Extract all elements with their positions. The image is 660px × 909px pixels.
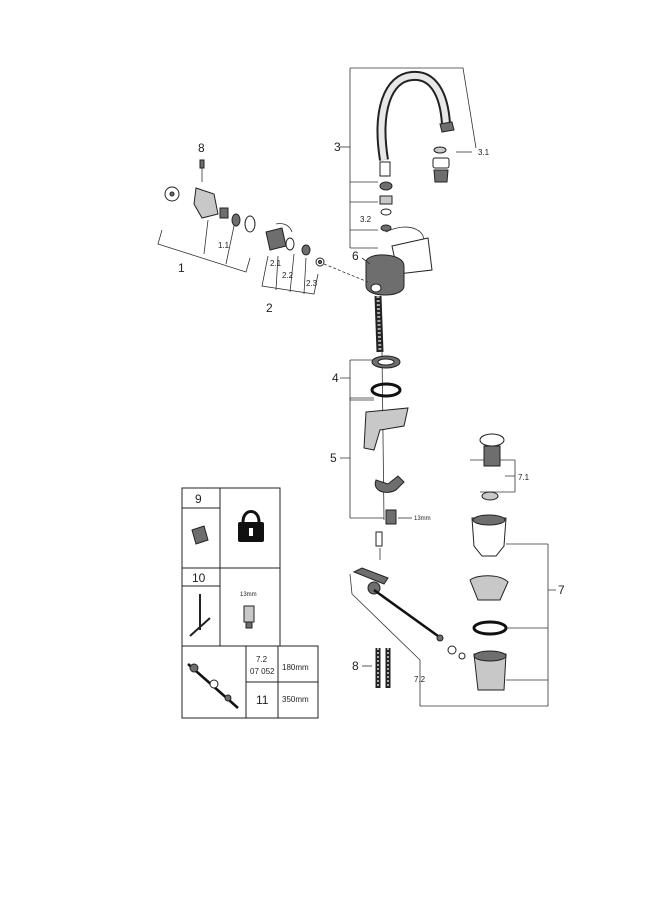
spout-connector	[379, 161, 391, 177]
spout-seal	[379, 181, 393, 191]
cartridge-seal	[301, 244, 311, 256]
cartridge	[265, 227, 287, 251]
label-2: 2	[266, 301, 273, 315]
table-label-10: 10	[192, 571, 206, 585]
plug-seal	[481, 491, 499, 501]
mounting-plate	[363, 407, 409, 451]
pivot-nut	[447, 645, 457, 655]
waste-body	[471, 517, 507, 557]
grub-screw	[199, 159, 205, 169]
label-7-1: 7.1	[518, 473, 530, 482]
spout-tip	[439, 121, 455, 133]
sleeve	[244, 215, 256, 233]
label-2-1: 2.1	[270, 259, 282, 268]
fixing-socket	[385, 509, 397, 525]
key-tool	[189, 594, 211, 637]
label-3-1: 3.1	[478, 148, 490, 157]
lift-rod-clip	[352, 567, 389, 585]
label-1: 1	[178, 261, 185, 275]
label-5: 5	[330, 451, 337, 465]
plug-stem	[483, 445, 501, 467]
nut-hole	[318, 260, 322, 264]
spout-group: 3 3.1 3.2	[334, 67, 490, 249]
mounting-group: 4 13mm 5	[330, 355, 431, 525]
lock-keyhole	[249, 528, 253, 536]
label-7: 7	[558, 583, 565, 597]
pop-up-rod-group: 7.2 8	[349, 531, 549, 707]
accessory-table: 9 10 13mm 7.2 07 052 180mm 11 350mm	[181, 487, 319, 719]
tailpiece-top	[473, 650, 507, 662]
waste-o-ring	[472, 620, 508, 636]
table-code-11: 11	[256, 693, 269, 707]
spanner-tool	[191, 525, 209, 545]
label-2-2: 2.2	[282, 271, 294, 280]
aerator-housing	[433, 169, 449, 183]
label-2-3: 2.3	[306, 279, 318, 288]
socket-adapter-tip	[245, 621, 253, 629]
handle-knob	[193, 187, 219, 219]
spout-o-ring	[380, 208, 392, 216]
mixer-body-group: 6	[352, 237, 433, 521]
socket-adapter	[243, 605, 255, 623]
label-8-top: 8	[198, 141, 205, 155]
fixing-nut	[374, 475, 405, 493]
waste-flange	[472, 514, 506, 526]
label-wrench-size: 13mm	[414, 516, 431, 522]
waste-group: 7.1 7	[469, 433, 565, 691]
table-length-350: 350mm	[282, 695, 309, 704]
cartridge-ring	[285, 237, 295, 251]
cap-center	[169, 191, 175, 197]
handle-group: 8 1 1.1	[157, 141, 256, 275]
label-1-1: 1.1	[218, 241, 230, 250]
pivot-washer	[458, 652, 466, 660]
waste-washer	[469, 575, 509, 601]
table-code-07052: 07 052	[250, 667, 275, 676]
lock-icon	[241, 510, 261, 523]
label-7-2: 7.2	[414, 675, 426, 684]
mixer-outlet	[370, 283, 382, 293]
cartridge-group: 2 2.1 2.2 2.3	[261, 223, 369, 315]
table-wrench-size: 13mm	[240, 592, 257, 598]
label-4: 4	[332, 371, 339, 385]
rod-nut	[209, 679, 219, 689]
aerator-ring	[433, 146, 447, 154]
label-3: 3	[334, 140, 341, 154]
table-length-180: 180mm	[282, 663, 309, 672]
spout-nut	[379, 195, 393, 205]
pivot-end	[436, 634, 444, 642]
base-flange-hole	[377, 358, 395, 366]
spindle-seal	[231, 213, 241, 227]
spindle	[219, 207, 229, 219]
spout-washer	[380, 224, 392, 232]
rod-ball	[189, 663, 199, 673]
label-3-2: 3.2	[360, 215, 372, 224]
pop-up-plug	[479, 433, 505, 447]
rod-washer	[224, 694, 232, 702]
aerator-insert	[432, 157, 450, 169]
label-6: 6	[352, 249, 359, 263]
label-8-bottom: 8	[352, 659, 359, 673]
lift-rod-top	[375, 531, 383, 547]
table-code-7-2: 7.2	[256, 655, 268, 664]
table-label-9: 9	[195, 492, 202, 506]
base-o-ring	[370, 382, 402, 398]
